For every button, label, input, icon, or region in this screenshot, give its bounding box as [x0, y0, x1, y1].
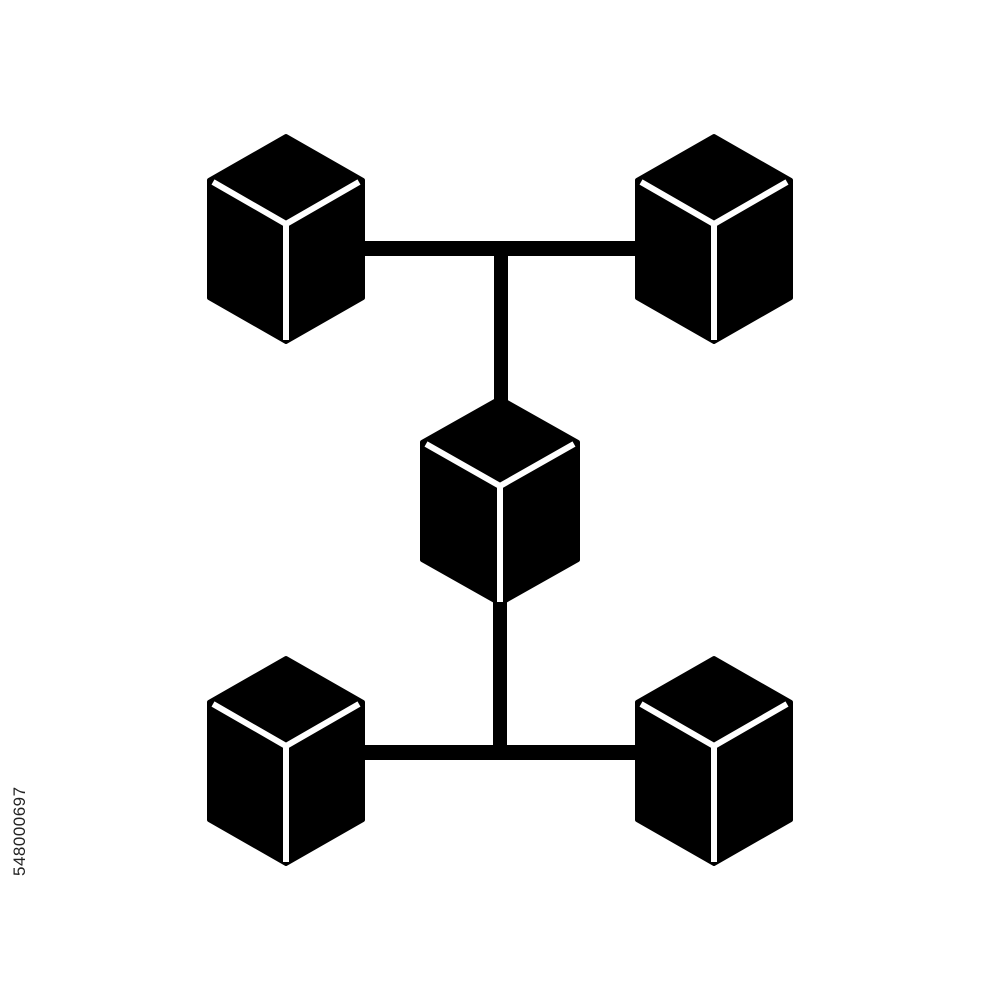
top-horizontal-connector [360, 241, 640, 256]
stock-id-text: 548000697 [10, 786, 29, 876]
cube-bottom-left [207, 656, 365, 866]
cube-top-right [635, 134, 793, 344]
cube-group [207, 134, 793, 866]
lower-vertical-connector [493, 595, 507, 750]
cube-center [420, 396, 580, 606]
cube-bottom-right [635, 656, 793, 866]
cube-top-left [207, 134, 365, 344]
upper-vertical-connector [494, 250, 508, 405]
connector-lines [360, 241, 640, 760]
bottom-horizontal-connector [360, 745, 640, 760]
